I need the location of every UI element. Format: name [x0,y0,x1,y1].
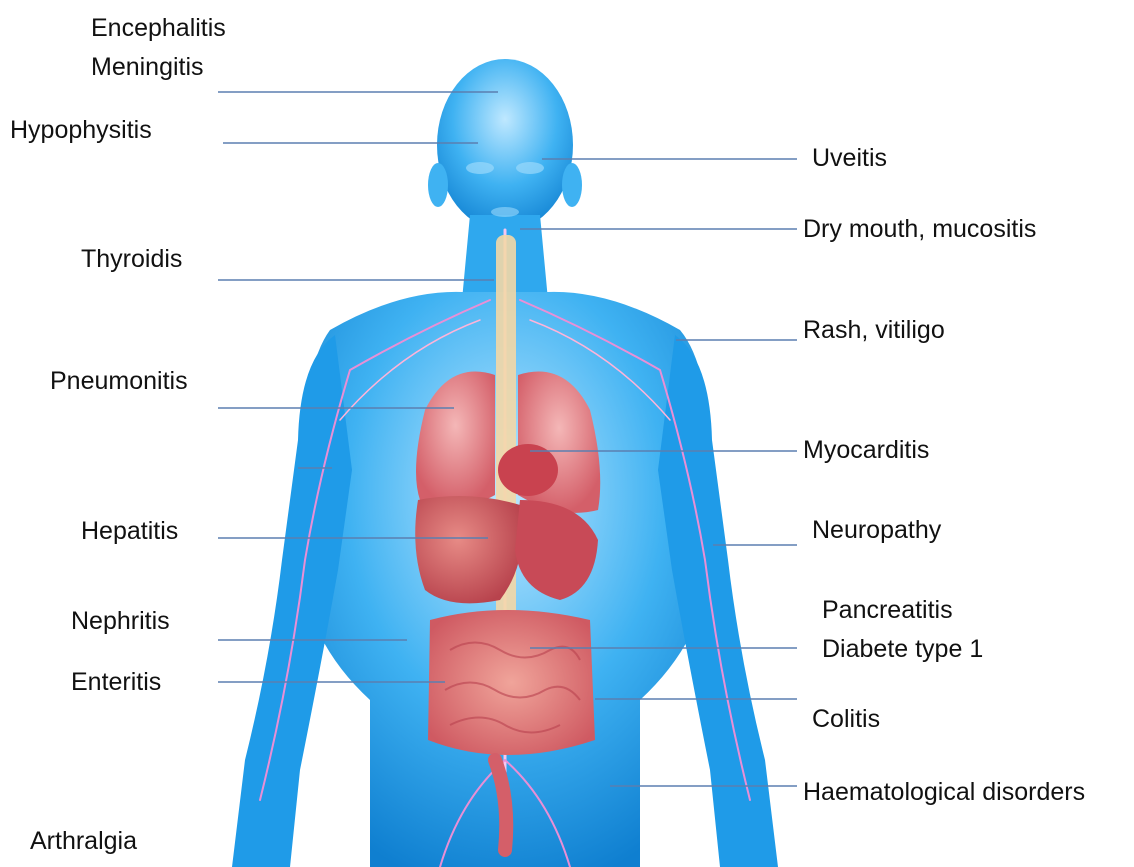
label-enteritis: Enteritis [71,670,161,695]
label-rash: Rash, vitiligo [803,318,945,343]
label-hypophysitis: Hypophysitis [10,118,152,143]
label-encephalitis: Encephalitis [91,16,226,41]
label-uveitis: Uveitis [812,146,887,171]
label-diabete: Diabete type 1 [822,637,983,662]
label-pancreatitis: Pancreatitis [822,598,953,623]
label-pneumonitis: Pneumonitis [50,369,188,394]
label-neuropathy: Neuropathy [812,518,941,543]
label-colitis: Colitis [812,707,880,732]
label-haematological: Haematological disorders [803,780,1085,805]
label-myocarditis: Myocarditis [803,438,929,463]
label-dry-mouth: Dry mouth, mucositis [803,217,1036,242]
label-nephritis: Nephritis [71,609,170,634]
label-thyroidis: Thyroidis [81,247,182,272]
liver-stomach [415,496,598,603]
label-hepatitis: Hepatitis [81,519,178,544]
label-meningitis: Meningitis [91,55,204,80]
label-arthralgia: Arthralgia [30,829,137,854]
